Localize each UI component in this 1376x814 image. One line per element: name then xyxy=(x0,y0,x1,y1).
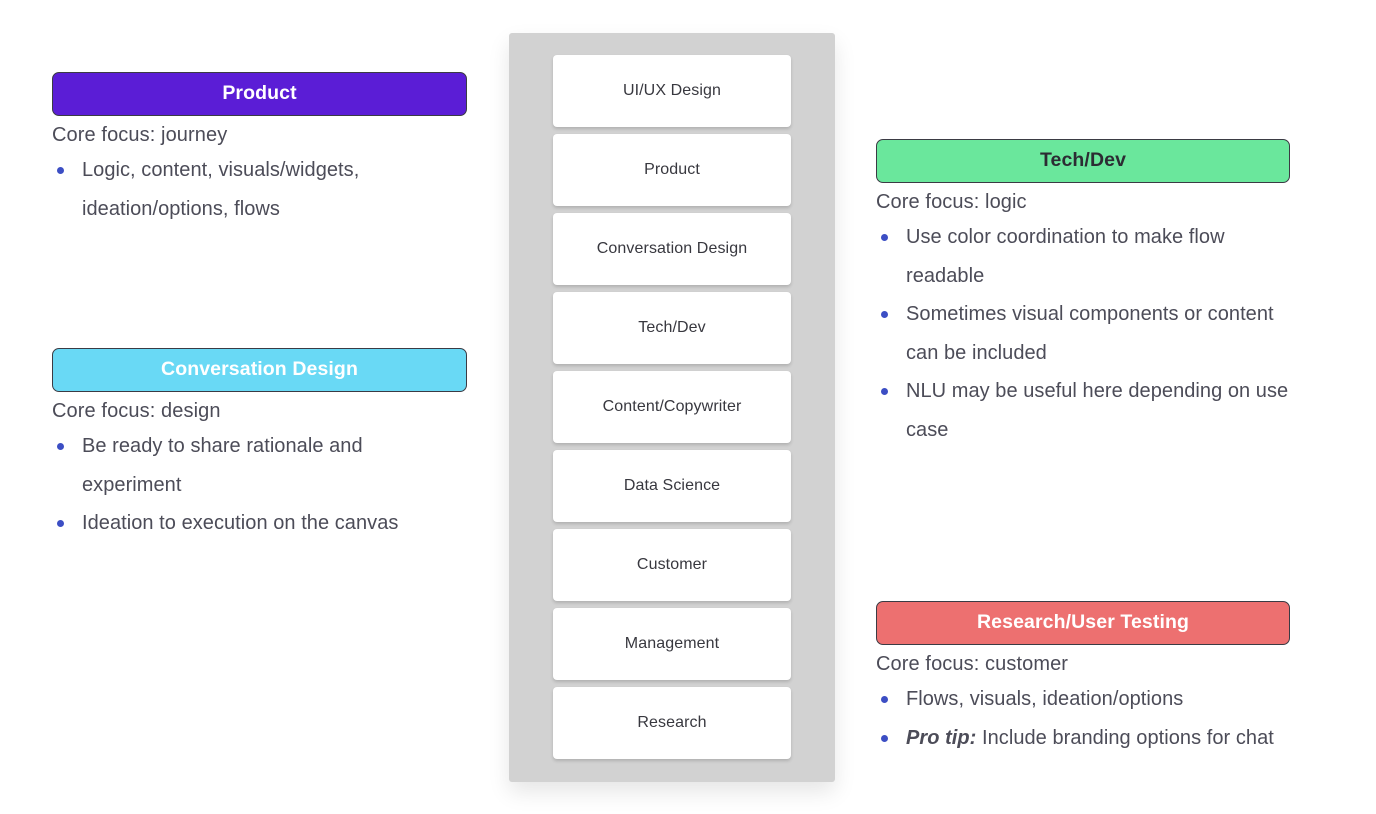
core-focus-tech-dev: Core focus: logic xyxy=(876,191,1027,213)
role-card-label: UI/UX Design xyxy=(622,82,722,99)
list-item: Pro tip: Include branding options for ch… xyxy=(876,719,1290,758)
list-item: Use color coordination to make flow read… xyxy=(876,218,1290,295)
role-block-tech-dev: Tech/Dev Core focus: logic Use color coo… xyxy=(876,139,1290,450)
role-pill-product[interactable]: Product xyxy=(52,72,467,116)
role-card-label: Conversation Design xyxy=(596,240,748,257)
list-item: Ideation to execution on the canvas xyxy=(52,504,467,543)
core-focus-conversation-design: Core focus: design xyxy=(52,400,221,422)
role-card-product[interactable]: Product xyxy=(553,134,791,206)
role-card-management[interactable]: Management xyxy=(553,608,791,680)
role-card-customer[interactable]: Customer xyxy=(553,529,791,601)
bullet-text: Ideation to execution on the canvas xyxy=(82,512,399,535)
role-card-research[interactable]: Research xyxy=(553,687,791,759)
role-card-data-science[interactable]: Data Science xyxy=(553,450,791,522)
bullet-text: Flows, visuals, ideation/options xyxy=(906,688,1184,710)
role-pill-tech-dev[interactable]: Tech/Dev xyxy=(876,139,1290,183)
role-pill-label: Tech/Dev xyxy=(1039,149,1127,172)
role-card-label: Product xyxy=(644,161,700,178)
list-item: Logic, content, visuals/widgets, ideatio… xyxy=(52,151,467,228)
list-item: Flows, visuals, ideation/options xyxy=(876,680,1290,719)
bullet-text: Logic, content, visuals/widgets, ideatio… xyxy=(82,159,360,220)
list-item: Sometimes visual components or content c… xyxy=(876,295,1290,372)
bullet-text: Use color coordination to make flow read… xyxy=(906,226,1225,287)
role-pill-label: Conversation Design xyxy=(161,358,358,381)
bullet-list-product: Logic, content, visuals/widgets, ideatio… xyxy=(52,151,467,228)
role-block-product: Product Core focus: journey Logic, conte… xyxy=(52,72,467,228)
core-focus-research-user-testing: Core focus: customer xyxy=(876,653,1069,675)
role-card-label: Tech/Dev xyxy=(638,319,706,336)
bullet-text: Include branding options for chat xyxy=(982,726,1274,749)
role-card-label: Content/Copywriter xyxy=(602,398,742,415)
bullet-list-tech-dev: Use color coordination to make flow read… xyxy=(876,218,1290,450)
list-item: NLU may be useful here depending on use … xyxy=(876,372,1290,449)
role-pill-label: Product xyxy=(222,82,297,105)
core-focus-product: Core focus: journey xyxy=(52,124,228,146)
roles-panel: UI/UX Design Product Conversation Design… xyxy=(509,33,835,782)
role-card-label: Data Science xyxy=(623,477,721,494)
bullet-text: Sometimes visual components or content c… xyxy=(906,303,1274,364)
role-card-content-copywriter[interactable]: Content/Copywriter xyxy=(553,371,791,443)
role-pill-label: Research/User Testing xyxy=(977,611,1189,634)
role-card-conversation-design[interactable]: Conversation Design xyxy=(553,213,791,285)
role-card-ui-ux-design[interactable]: UI/UX Design xyxy=(553,55,791,127)
bullet-list-conversation-design: Be ready to share rationale and experime… xyxy=(52,427,467,543)
role-card-label: Management xyxy=(624,635,720,652)
role-card-label: Customer xyxy=(636,556,708,573)
role-block-conversation-design: Conversation Design Core focus: design B… xyxy=(52,348,467,543)
role-block-research-user-testing: Research/User Testing Core focus: custom… xyxy=(876,601,1290,757)
role-pill-research-user-testing[interactable]: Research/User Testing xyxy=(876,601,1290,645)
role-pill-conversation-design[interactable]: Conversation Design xyxy=(52,348,467,392)
list-item: Be ready to share rationale and experime… xyxy=(52,427,467,504)
bullet-text: Be ready to share rationale and experime… xyxy=(82,435,363,496)
bullet-lead: Pro tip: xyxy=(906,726,982,749)
bullet-text: NLU may be useful here depending on use … xyxy=(906,380,1289,441)
cut-off-header-text xyxy=(150,0,1200,4)
role-card-tech-dev[interactable]: Tech/Dev xyxy=(553,292,791,364)
bullet-list-research-user-testing: Flows, visuals, ideation/options Pro tip… xyxy=(876,680,1290,757)
role-card-label: Research xyxy=(637,714,707,731)
